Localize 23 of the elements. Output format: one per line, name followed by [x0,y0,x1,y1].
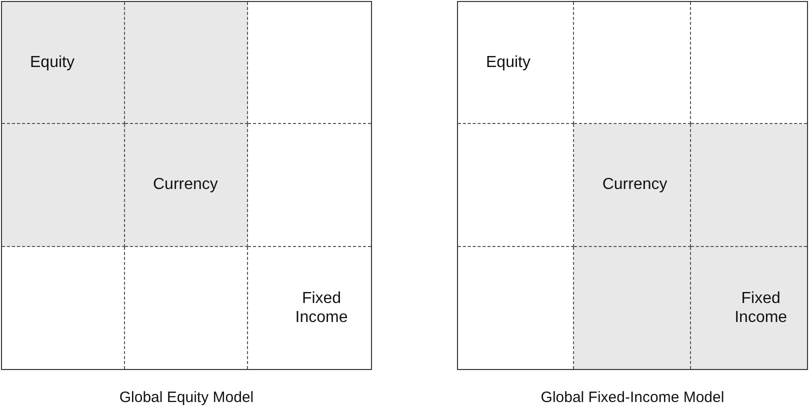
cell-label: Currency [153,175,218,194]
shaded-cell [690,246,807,369]
grid-caption: Global Fixed-Income Model [540,388,724,408]
shaded-cell [690,124,807,247]
cell-label: Equity [486,53,530,72]
grid-cell [125,246,248,369]
grid-cell [574,2,691,124]
shaded-cell [125,124,248,247]
grid-cell [458,246,574,369]
grid-caption: Global Equity Model [119,388,254,408]
grid-cell [2,246,125,369]
grid-cell [690,2,807,124]
cell-label: Equity [30,53,74,72]
shaded-cell [125,2,248,124]
shaded-cell [574,246,691,369]
grid-cell [458,2,574,124]
cell-label: Fixed Income [734,288,788,327]
cell-label: Fixed Income [294,288,349,327]
shaded-cell [574,124,691,247]
shaded-cell [2,2,125,124]
cell-label: Currency [602,175,668,194]
shaded-cell [2,124,125,247]
grid-cell [458,124,574,247]
